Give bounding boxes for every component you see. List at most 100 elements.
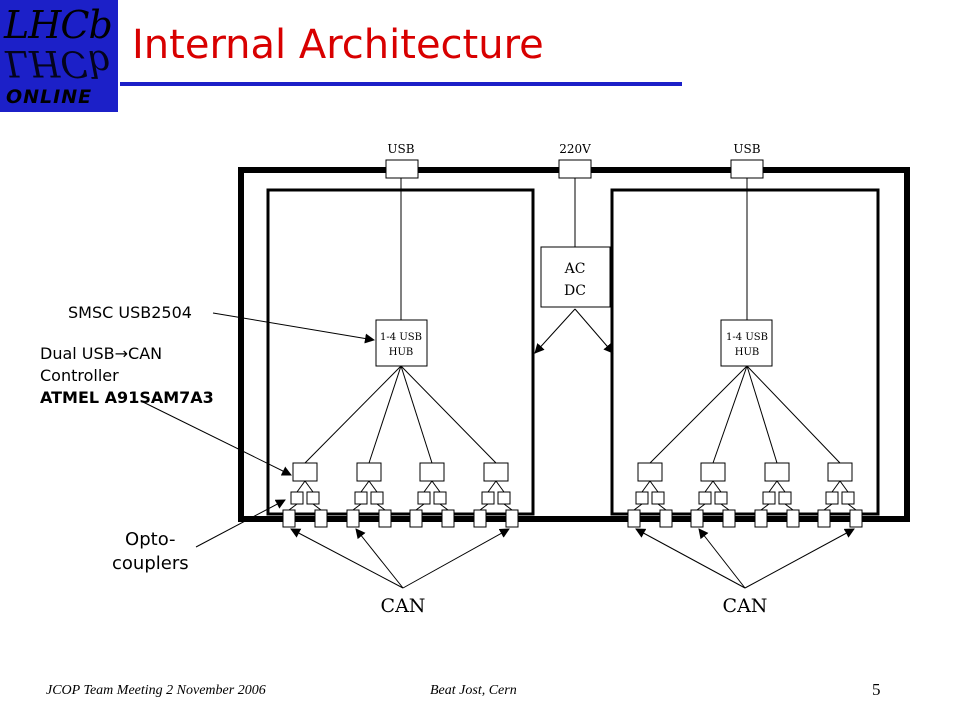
opto-to-connector-line (503, 503, 513, 511)
power-port (558, 159, 592, 179)
opto-to-connector-line (288, 503, 298, 511)
can-connector (690, 509, 704, 528)
usb-left-label: USB (387, 142, 414, 156)
can-right-arrow-2 (698, 528, 746, 589)
controller-callout-arrow (142, 401, 292, 476)
controller-to-opto-line (487, 480, 497, 493)
hub-to-controller-line (400, 365, 433, 464)
hub-to-controller-line (712, 365, 748, 464)
power-label: 220V (559, 142, 591, 156)
opto-coupler (698, 491, 712, 505)
opto-coupler (481, 491, 495, 505)
hub-left-line1: 1-4 USB (380, 332, 422, 343)
opto-to-connector-line (479, 503, 489, 511)
usb-right-label: USB (733, 142, 760, 156)
usb-port-right (730, 159, 764, 179)
can-controller-chip (827, 462, 853, 482)
hub-to-controller-line (746, 365, 778, 464)
opto-coupler (433, 491, 447, 505)
hub-to-controller-line (746, 365, 841, 464)
opto-coupler (841, 491, 855, 505)
can-connector (441, 509, 455, 528)
can-connector (505, 509, 519, 528)
hub-to-controller-line (400, 365, 497, 464)
can-right-arrow-1 (635, 528, 746, 589)
opto-to-connector-line (823, 503, 833, 511)
dual-controller-callout: Dual USB→CAN Controller ATMEL A91SAM7A3 (40, 343, 214, 409)
outer-enclosure (238, 167, 910, 522)
logo-lhcb-text: LHCb (4, 3, 113, 47)
hub-right-line1: 1-4 USB (726, 332, 768, 343)
footer-author: Beat Jost, Cern (430, 683, 517, 698)
opto-coupler (635, 491, 649, 505)
controller-to-opto-line (423, 480, 433, 493)
can-controller-chip (764, 462, 790, 482)
opto-coupler (497, 491, 511, 505)
lhcb-online-logo: LHCb LHCb ONLINE (0, 0, 118, 112)
dual-controller-line1: Dual USB→CAN (40, 344, 163, 363)
opto-coupler (290, 491, 304, 505)
can-connector (314, 509, 328, 528)
can-connector (754, 509, 768, 528)
usb-hub-right (720, 319, 773, 367)
hub-to-controller-line (649, 365, 748, 464)
can-connector (282, 509, 296, 528)
opto-to-connector-line (720, 503, 730, 511)
opto-callout-arrow (195, 499, 286, 548)
opto-coupler (825, 491, 839, 505)
opto-line1: Opto- (125, 529, 176, 550)
controller-to-opto-line (495, 480, 505, 493)
controller-to-opto-line (649, 480, 659, 493)
usb-port-left (385, 159, 419, 179)
hub-to-controller-line (304, 365, 402, 464)
footer-meeting: JCOP Team Meeting 2 November 2006 (46, 683, 266, 698)
usb-hub-left (375, 319, 428, 367)
can-controller-chip (700, 462, 726, 482)
can-connector (786, 509, 800, 528)
controller-to-opto-line (776, 480, 786, 493)
can-controller-chip (356, 462, 382, 482)
controller-to-opto-line (712, 480, 722, 493)
opto-to-connector-line (633, 503, 643, 511)
opto-to-connector-line (847, 503, 857, 511)
can-connector (409, 509, 423, 528)
title-underline (120, 82, 682, 86)
can-left-arrow-3 (402, 528, 510, 589)
can-connector (627, 509, 641, 528)
opto-line2: couplers (112, 553, 189, 574)
can-left-label: CAN (381, 595, 426, 617)
page-number: 5 (872, 680, 881, 699)
opto-to-connector-line (696, 503, 706, 511)
controller-to-opto-line (641, 480, 651, 493)
opto-coupler (370, 491, 384, 505)
can-connector (378, 509, 392, 528)
opto-to-connector-line (376, 503, 386, 511)
can-controller-group (282, 365, 863, 528)
controller-to-opto-line (768, 480, 778, 493)
can-controller-chip (419, 462, 445, 482)
acdc-to-right-arrow (574, 308, 614, 354)
can-connector (722, 509, 736, 528)
slide-title: Internal Architecture (132, 22, 544, 68)
smsc-callout-arrow (212, 312, 375, 344)
controller-to-opto-line (368, 480, 378, 493)
opto-to-connector-line (657, 503, 667, 511)
hub-to-controller-line (368, 365, 402, 464)
can-connector (473, 509, 487, 528)
can-controller-chip (483, 462, 509, 482)
controller-to-opto-line (360, 480, 370, 493)
can-connector (849, 509, 863, 528)
opto-coupler (762, 491, 776, 505)
hub-left-line2: HUB (389, 347, 414, 358)
acdc-converter (540, 246, 611, 308)
can-controller-chip (292, 462, 318, 482)
controller-to-opto-line (831, 480, 841, 493)
controller-to-opto-line (431, 480, 441, 493)
logo-online-text: ONLINE (6, 86, 93, 108)
dual-controller-line2: Controller (40, 366, 119, 385)
opto-coupler (778, 491, 792, 505)
opto-to-connector-line (352, 503, 362, 511)
can-right-arrow-3 (744, 528, 855, 589)
can-left-arrow-1 (290, 528, 404, 589)
